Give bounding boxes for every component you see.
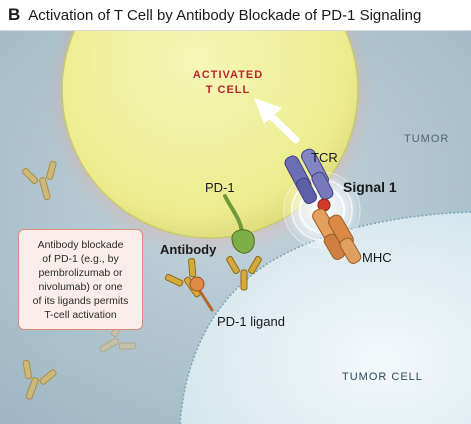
panel-title: Activation of T Cell by Antibody Blockad… [28,6,422,24]
pd1-receptor-icon [223,194,255,254]
panel-letter: B [8,5,21,24]
panel-header: B Activation of T Cell by Antibody Block… [0,0,471,31]
mhc-molecule-icon [312,208,362,264]
pd1-ligand-label: PD-1 ligand [217,314,285,329]
antibody-bound-pd1-icon [226,255,262,291]
activated-label-line2: T CELL [206,84,251,96]
floating-antibody-icon [21,160,57,201]
tcr-label: TCR [311,150,338,165]
activation-arrow-icon [254,98,300,144]
antibody-label: Antibody [160,242,217,257]
mhc-label: MHC [362,250,392,265]
activated-label-line1: ACTIVATED [193,69,263,81]
info-box: Antibody blockade of PD-1 (e.g., by pemb… [18,229,143,330]
signal1-label: Signal 1 [343,179,397,195]
pd1-label: PD-1 [205,180,235,195]
info-box-text: Antibody blockade of PD-1 (e.g., by pemb… [32,238,129,321]
tumor-cell-label: TUMOR CELL [342,371,423,383]
pd1-ligand-icon [189,276,214,312]
tumor-label: TUMOR [404,133,449,145]
floating-antibody-icon [22,359,57,400]
tcr-receptor-icon [284,148,334,205]
tumor-cell [179,211,471,424]
